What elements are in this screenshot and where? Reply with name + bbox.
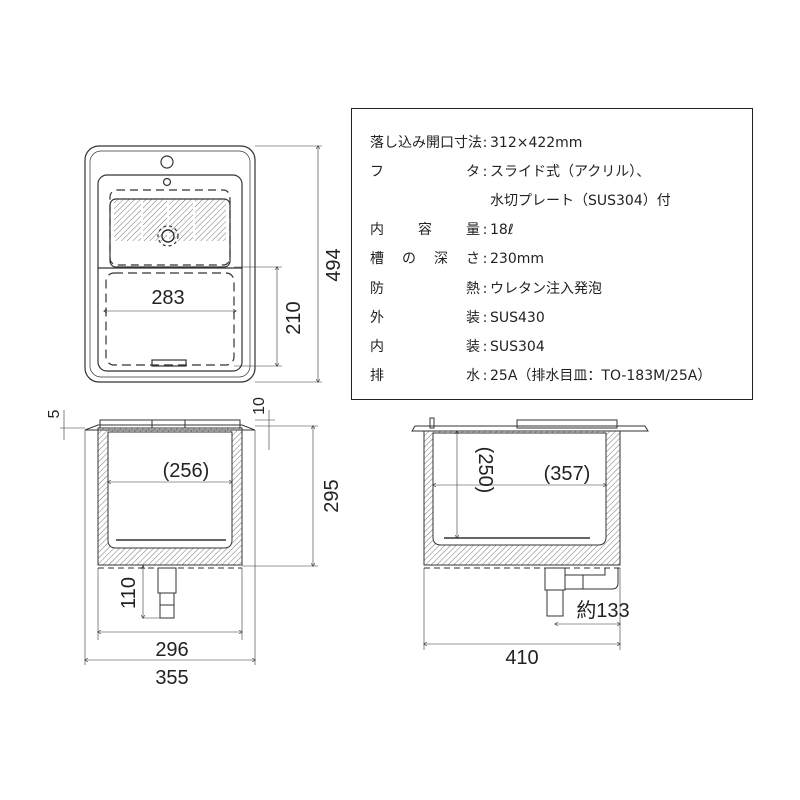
spec-colon: : [482, 281, 488, 297]
dim-133: 約133 [576, 599, 629, 622]
drain-grate [114, 199, 226, 241]
spec-value: SUS304 [490, 339, 545, 355]
spec-value: 水切プレート（SUS304）付 [490, 193, 671, 209]
dim-357: (357) [544, 463, 591, 485]
spec-colon: : [482, 339, 488, 355]
spec-value: ウレタン注入発泡 [490, 281, 602, 297]
spec-row-lid-cont: 水切プレート（SUS304）付 [370, 189, 671, 213]
spec-colon: : [482, 368, 488, 384]
spec-label: 内 容 量 [370, 222, 480, 238]
dim-283: 283 [151, 287, 184, 309]
side-view [411, 417, 649, 650]
top-view [84, 145, 322, 383]
spec-row-insulation: 防 熱:ウレタン注入発泡 [370, 277, 602, 301]
spec-row-interior: 内 装:SUS304 [370, 335, 545, 359]
spec-label: 外 装 [370, 310, 480, 326]
spec-colon: : [482, 251, 488, 267]
spec-value: 312×422mm [490, 135, 583, 151]
spec-row-drain: 排 水:25A（排水目皿：TO-183M/25A） [370, 364, 711, 388]
spec-label: フ タ [370, 164, 480, 180]
spec-value: 18ℓ [490, 222, 514, 238]
spec-row-opening: 落し込み開口寸法:312×422mm [370, 131, 582, 155]
spec-row-lid: フ タ:スライド式（アクリル）、 [370, 160, 650, 184]
dim-110: 110 [118, 577, 140, 609]
spec-table: 落し込み開口寸法:312×422mm フ タ:スライド式（アクリル）、 水切プレ… [351, 108, 753, 400]
front-view [60, 410, 318, 665]
spec-label: 槽 の 深 さ [370, 251, 480, 267]
dim-410: 410 [505, 647, 538, 669]
spec-colon: : [482, 164, 488, 180]
spec-value: スライド式（アクリル）、 [490, 164, 651, 180]
spec-value: 230mm [490, 251, 544, 267]
spec-label: 内 装 [370, 339, 480, 355]
dim-295: 295 [321, 479, 343, 512]
dim-5: 5 [46, 409, 63, 418]
faucet-hole-icon [160, 155, 174, 169]
drain-outlet-icon [161, 229, 175, 243]
spec-row-exterior: 外 装:SUS430 [370, 306, 545, 330]
dim-494: 494 [323, 248, 345, 281]
dim-355: 355 [155, 667, 188, 689]
spec-value: SUS430 [490, 310, 545, 326]
spec-colon: : [482, 222, 488, 238]
dim-10: 10 [251, 397, 268, 415]
spec-label: 防 熱 [370, 281, 480, 297]
spec-value: 25A（排水目皿：TO-183M/25A） [490, 368, 712, 384]
spec-colon: : [482, 310, 488, 326]
spec-row-capacity: 内 容 量:18ℓ [370, 218, 514, 242]
spec-label: 落し込み開口寸法 [370, 135, 482, 151]
dim-250: (250) [474, 447, 496, 494]
spec-label: 排 水 [370, 368, 480, 384]
dim-210: 210 [283, 301, 305, 334]
spec-colon: : [482, 135, 488, 151]
spec-row-depth: 槽 の 深 さ:230mm [370, 247, 544, 271]
dim-296: 296 [155, 639, 188, 661]
dim-256: (256) [163, 460, 210, 482]
